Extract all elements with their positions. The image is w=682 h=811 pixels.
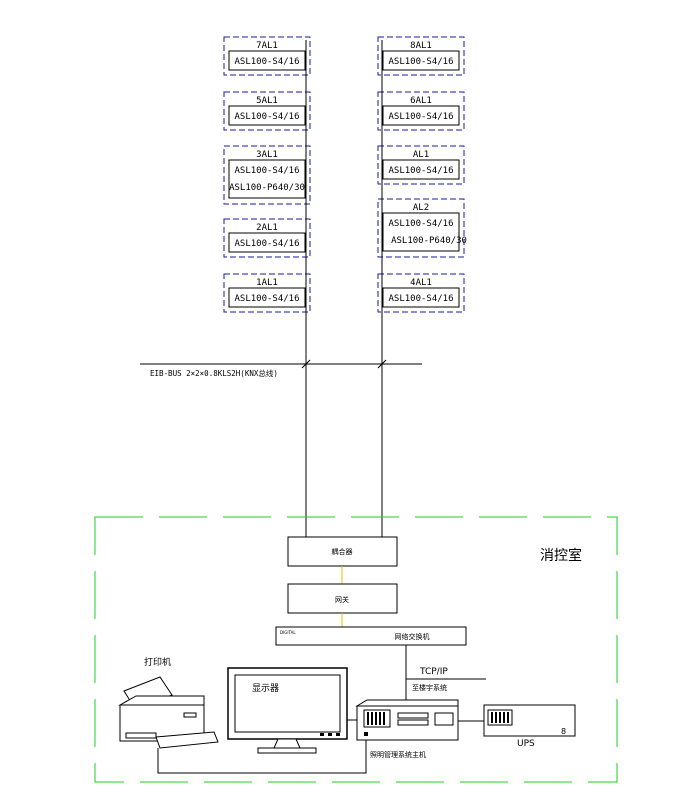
monitor-icon (227, 667, 348, 754)
device-model: ASL100-S4/16 (234, 57, 299, 67)
network-switch-box (275, 626, 467, 646)
device-box (382, 159, 460, 180)
ups-digit: 8 (561, 727, 566, 736)
left-panel-2al1: 2AL1 ASL100-S4/16 (223, 218, 311, 258)
printer-label: 打印机 (144, 656, 171, 668)
tcpip-label: TCP/IP (419, 667, 448, 677)
device-box (382, 212, 460, 252)
device-model: ASL100-S4/16 (388, 294, 453, 304)
right-panel-4al1: 4AL1 ASL100-S4/16 (377, 273, 465, 313)
ups-icon (483, 704, 576, 737)
device-box (228, 287, 306, 308)
panel-name: 5AL1 (256, 96, 278, 106)
panel-name: 7AL1 (256, 41, 278, 51)
printer-icon (118, 676, 219, 749)
bus-tick (301, 359, 311, 369)
panel-name: 4AL1 (410, 278, 432, 288)
panel-frame (377, 145, 465, 185)
device-model: ASL100-S4/16 (234, 112, 299, 122)
left-panel-7al1: 7AL1 ASL100-S4/16 (223, 36, 311, 76)
monitor-label: 显示器 (252, 683, 279, 694)
device-box (382, 105, 460, 126)
device-model: ASL100-S4/16 (388, 112, 453, 122)
device-model: ASL100-P640/30 (391, 236, 467, 246)
right-panel-8al1: 8AL1 ASL100-S4/16 (377, 36, 465, 76)
control-room-boundary (94, 516, 618, 783)
bus-label: EIB-BUS 2×2×0.8KLS2H(KNX总线) (150, 368, 278, 378)
host-computer-icon (355, 699, 459, 741)
panel-name: 1AL1 (256, 278, 278, 288)
coupler-label: 耦合器 (332, 547, 353, 556)
left-panel-5al1: 5AL1 ASL100-S4/16 (223, 91, 311, 131)
panel-frame (377, 91, 465, 131)
device-model: ASL100-S4/16 (234, 294, 299, 304)
device-box (382, 50, 460, 71)
bus-tick (377, 359, 387, 369)
device-box (228, 159, 306, 199)
device-box (228, 232, 306, 253)
left-panel-1al1: 1AL1 ASL100-S4/16 (223, 273, 311, 313)
panel-name: 3AL1 (256, 150, 278, 160)
switch-tag: DIGITAL (280, 630, 296, 635)
panel-frame (223, 218, 311, 258)
switch-label: 网络交换机 (395, 632, 430, 641)
panel-frame (377, 273, 465, 313)
right-panel-6al1: 6AL1 ASL100-S4/16 (377, 91, 465, 131)
panel-name: AL1 (413, 150, 429, 160)
ethernet-label: 至楼宇系统 (412, 683, 447, 692)
device-model: ASL100-S4/16 (388, 219, 453, 229)
panel-frame (223, 91, 311, 131)
device-model: ASL100-S4/16 (234, 239, 299, 249)
device-box (228, 50, 306, 71)
panel-name: AL2 (413, 203, 429, 213)
panel-name: 6AL1 (410, 96, 432, 106)
host-label: 照明管理系统主机 (370, 750, 426, 759)
device-box (382, 287, 460, 308)
panel-name: 2AL1 (256, 223, 278, 233)
device-box (228, 105, 306, 126)
printer-host-link (157, 740, 367, 774)
panel-name: 8AL1 (410, 41, 432, 51)
panel-frame (223, 273, 311, 313)
panel-frame (223, 36, 311, 76)
ups-label: UPS (517, 739, 535, 749)
right-panel-al1: AL1 ASL100-S4/16 (377, 145, 465, 185)
device-model: ASL100-S4/16 (388, 57, 453, 67)
gateway-label: 网关 (335, 595, 349, 604)
room-label: 消控室 (540, 547, 582, 564)
device-model: ASL100-S4/16 (388, 166, 453, 176)
panel-frame (377, 36, 465, 76)
device-model: ASL100-P640/30 (229, 183, 305, 193)
right-panel-al2: AL2 ASL100-S4/16 ASL100-P640/30 (377, 198, 467, 258)
device-model: ASL100-S4/16 (234, 166, 299, 176)
left-panel-3al1: 3AL1 ASL100-S4/16 ASL100-P640/30 (223, 145, 311, 205)
